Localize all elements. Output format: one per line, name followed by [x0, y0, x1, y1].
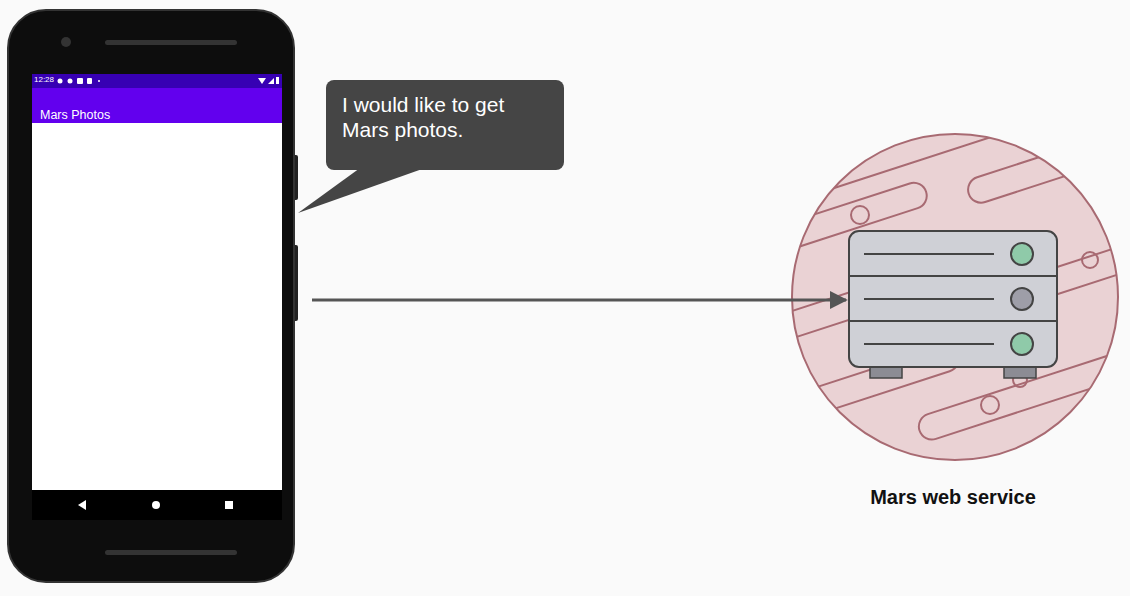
server-label: Mars web service: [788, 486, 1118, 509]
phone-illustration: [8, 10, 298, 582]
bubble-text: I would like to get Mars photos.: [342, 92, 552, 142]
app-title: Mars Photos: [40, 98, 110, 133]
server-backdrop: [718, 75, 1130, 480]
speech-bubble: I would like to get Mars photos.: [326, 80, 564, 170]
web-server: Mars web service: [848, 230, 1058, 370]
phone-device: 12:28Mars Photos: [8, 10, 294, 582]
server-rack: [848, 230, 1058, 382]
request-arrow: [312, 299, 846, 302]
bubble-tail: [298, 168, 425, 213]
status-time: 12:28: [34, 75, 54, 84]
